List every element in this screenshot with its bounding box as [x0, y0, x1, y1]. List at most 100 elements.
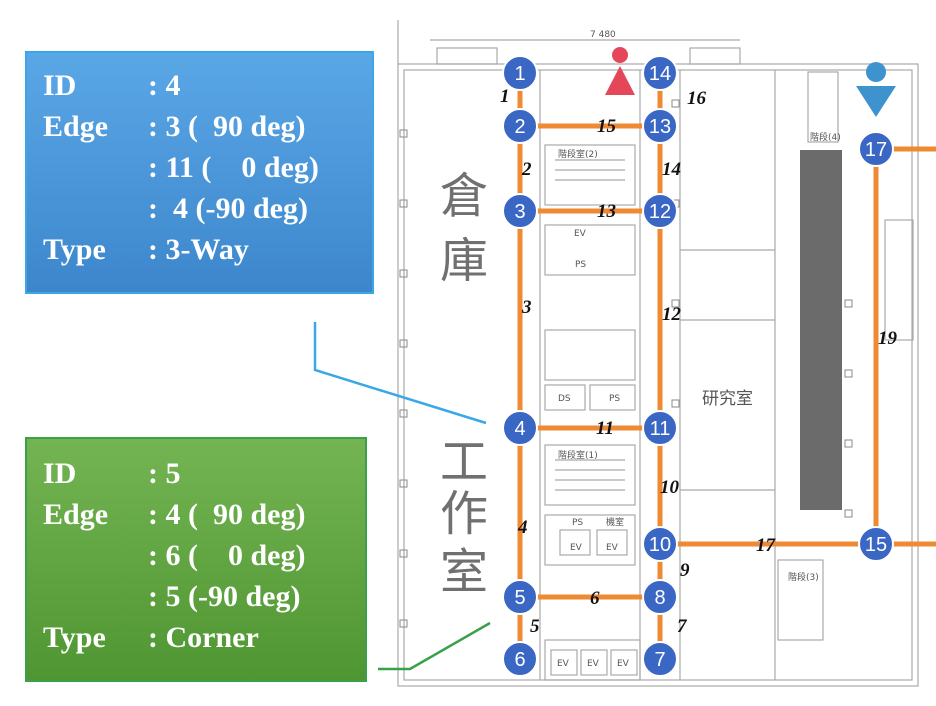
graph-node-label: 7 — [654, 649, 665, 671]
edge-label: 1 — [500, 86, 510, 107]
edge-value: : 4 (-90 deg) — [148, 192, 308, 225]
room-workshop-label: 工 作 室 — [440, 434, 488, 600]
room-workshop-char-1: 工 — [440, 434, 488, 490]
edge-label: 7 — [677, 616, 688, 637]
room-warehouse-label: 倉 庫 — [440, 168, 488, 289]
graph-node-label: 12 — [649, 201, 671, 223]
plan-label: 階段(3) — [788, 571, 819, 583]
edge-label: 17 — [756, 535, 777, 556]
graph-node — [502, 55, 538, 91]
edge-label: 9 — [680, 560, 690, 581]
edge-label: 11 — [596, 418, 614, 439]
edge-label: 12 — [662, 304, 682, 325]
blue-callout-line — [313, 322, 487, 425]
graph-node-label: 2 — [514, 116, 525, 138]
edge-label: 6 — [590, 588, 600, 609]
id-key: ID — [43, 69, 77, 102]
graph-node — [642, 579, 678, 615]
graph-node — [642, 108, 678, 144]
graph-node — [642, 641, 678, 677]
graph-node-label: 14 — [649, 63, 671, 85]
plan-label: EV — [587, 659, 600, 669]
edge-label: 16 — [687, 88, 707, 109]
plan-label: EV — [557, 659, 570, 669]
graph-node-label: 11 — [650, 418, 671, 440]
graph-node — [642, 410, 678, 446]
graph-node — [502, 193, 538, 229]
type-key: Type — [43, 621, 106, 654]
plan-label: EV — [574, 229, 587, 239]
female-restroom-icon — [605, 47, 635, 95]
graph-node — [502, 410, 538, 446]
graph-node-label: 3 — [514, 201, 525, 223]
graph-node-label: 17 — [865, 139, 887, 161]
edge-label: 19 — [878, 328, 898, 349]
plan-label: EV — [570, 543, 583, 553]
node-4-info-box: ID : 4 Edge : 3 ( 90 deg) : 11 ( 0 deg) : … — [25, 51, 374, 294]
plan-label: EV — [617, 659, 630, 669]
id-value: : 4 — [148, 69, 181, 102]
room-workshop-char-2: 作 — [440, 486, 488, 542]
plan-label: EV — [606, 543, 619, 553]
plan-label: 7 480 — [590, 30, 616, 40]
plan-label: 機室 — [606, 516, 624, 528]
plan-label: 階段(4) — [810, 131, 841, 143]
edge-label: 15 — [597, 116, 617, 137]
graph-node-label: 1 — [514, 63, 525, 85]
graph-node-label: 4 — [514, 418, 525, 440]
room-warehouse-char-1: 倉 — [440, 168, 488, 224]
graph-node — [642, 193, 678, 229]
type-value: : 3-Way — [148, 233, 249, 266]
edge-value: : 4 ( 90 deg) — [148, 498, 306, 531]
plan-label: DS — [558, 394, 571, 404]
graph-node-label: 15 — [865, 534, 887, 556]
edge-label: 2 — [521, 159, 532, 180]
edge-label: 4 — [517, 517, 528, 538]
graph-node-label: 13 — [649, 116, 671, 138]
graph-node-label: 10 — [649, 534, 671, 556]
id-key: ID — [43, 457, 77, 490]
gray-shaft — [800, 150, 842, 510]
edge-value: : 11 ( 0 deg) — [148, 151, 319, 184]
type-key: Type — [43, 233, 106, 266]
graph-node — [502, 579, 538, 615]
plan-label: 階段室(2) — [558, 148, 598, 160]
edge-label: 14 — [662, 159, 681, 180]
node-5-info-box: ID : 5 Edge : 4 ( 90 deg) : 6 ( 0 deg) : 5… — [25, 437, 367, 682]
graph-node-label: 6 — [514, 649, 525, 671]
column-markers — [399, 99, 853, 628]
plan-label: PS — [575, 260, 586, 270]
edge-label: 13 — [597, 201, 616, 222]
plan-label: PS — [572, 518, 583, 528]
edge-label: 5 — [530, 616, 540, 637]
plan-label: 階段室(1) — [558, 449, 598, 461]
edge-label: 3 — [521, 297, 532, 318]
edge-key: Edge — [43, 110, 109, 143]
green-callout-line — [378, 621, 491, 671]
edge-value: : 5 (-90 deg) — [148, 580, 301, 613]
graph-node — [858, 131, 894, 167]
type-value: : Corner — [148, 621, 259, 654]
graph-node-label: 5 — [514, 587, 525, 609]
edge-key: Edge — [43, 498, 109, 531]
edge-label: 10 — [660, 477, 680, 498]
room-workshop-char-3: 室 — [440, 544, 488, 600]
graph-node — [642, 526, 678, 562]
graph-node — [502, 108, 538, 144]
plan-labels: EV EV EV EV EV EV PS PS PS DS 機室 階段室(2) … — [557, 30, 841, 669]
edge-value: : 3 ( 90 deg) — [148, 110, 306, 143]
id-value: : 5 — [148, 457, 181, 490]
graph-node — [502, 641, 538, 677]
edge-value: : 6 ( 0 deg) — [148, 539, 306, 572]
male-restroom-icon — [856, 62, 896, 117]
room-warehouse-char-2: 庫 — [440, 233, 488, 289]
graph-node-label: 8 — [654, 587, 665, 609]
room-lab-label: 研究室 — [702, 389, 753, 409]
plan-label: PS — [609, 394, 620, 404]
graph-node — [858, 526, 894, 562]
graph-node — [642, 55, 678, 91]
